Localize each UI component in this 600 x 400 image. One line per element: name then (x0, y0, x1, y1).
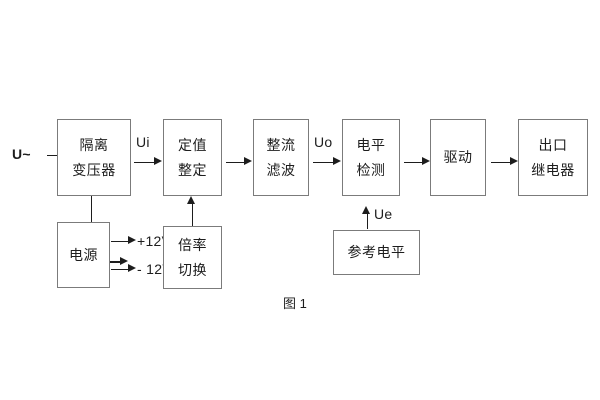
arrow-multiplier-to-setting-line (191, 203, 193, 226)
input-trunk-line (90, 154, 92, 263)
block-level-detection[interactable]: 电平 检测 (342, 119, 400, 196)
arrow-transformer-to-setting-line (134, 161, 155, 163)
block-setting-value[interactable]: 定值 整定 (163, 119, 222, 196)
rail-negative-line (111, 268, 129, 270)
block-drive[interactable]: 驱动 (430, 119, 486, 196)
arrow-setting-to-rectify (244, 157, 252, 165)
block-line: 切换 (178, 261, 207, 278)
rail-positive-line (111, 240, 129, 242)
block-power-supply[interactable]: 电源 (57, 222, 110, 288)
rail-negative-arrow (128, 264, 136, 272)
arrow-setting-to-rectify-line (226, 161, 245, 163)
block-line: 变压器 (72, 161, 116, 178)
arrow-reference-to-level-line (366, 213, 368, 229)
block-line: 电平 (356, 137, 386, 153)
block-line: 倍率 (178, 237, 207, 253)
arrow-level-to-drive (422, 157, 430, 165)
input-source-label: U~ (12, 146, 31, 162)
block-output-relay[interactable]: 出口 继电器 (518, 119, 588, 196)
block-multiplier-switch[interactable]: 倍率 切换 (163, 226, 222, 289)
block-line: 驱动 (443, 149, 473, 166)
figure-caption: 图 1 (283, 296, 307, 311)
block-line: 整流 (266, 137, 296, 153)
signal-label-ui: Ui (136, 134, 150, 150)
block-line: 检测 (356, 161, 386, 178)
signal-label-ue: Ue (374, 206, 393, 222)
arrow-drive-to-relay-line (491, 161, 511, 163)
block-line: 参考电平 (347, 244, 406, 261)
arrow-multiplier-to-setting (187, 196, 195, 204)
arrow-rectify-to-level (333, 157, 341, 165)
block-line: 电源 (69, 246, 98, 263)
signal-label-uo: Uo (314, 134, 333, 150)
input-to-power-arrow (120, 256, 128, 265)
arrow-drive-to-relay (510, 157, 518, 165)
block-line: 定值 (178, 137, 207, 153)
arrow-reference-to-level (362, 206, 370, 214)
rail-positive-label: +12V (137, 233, 172, 249)
block-line: 整定 (178, 161, 207, 178)
block-line: 继电器 (531, 161, 575, 178)
block-line: 出口 (538, 137, 568, 153)
block-isolation-transformer[interactable]: 隔离 变压器 (57, 119, 131, 196)
arrow-transformer-to-setting (154, 157, 162, 165)
block-line: 隔离 (79, 137, 109, 153)
rail-positive-arrow (128, 236, 136, 244)
block-rectify-filter[interactable]: 整流 滤波 (253, 119, 309, 196)
block-line: 滤波 (266, 161, 296, 178)
arrow-level-to-drive-line (404, 161, 423, 163)
block-reference-level[interactable]: 参考电平 (333, 230, 420, 275)
arrow-rectify-to-level-line (313, 161, 334, 163)
